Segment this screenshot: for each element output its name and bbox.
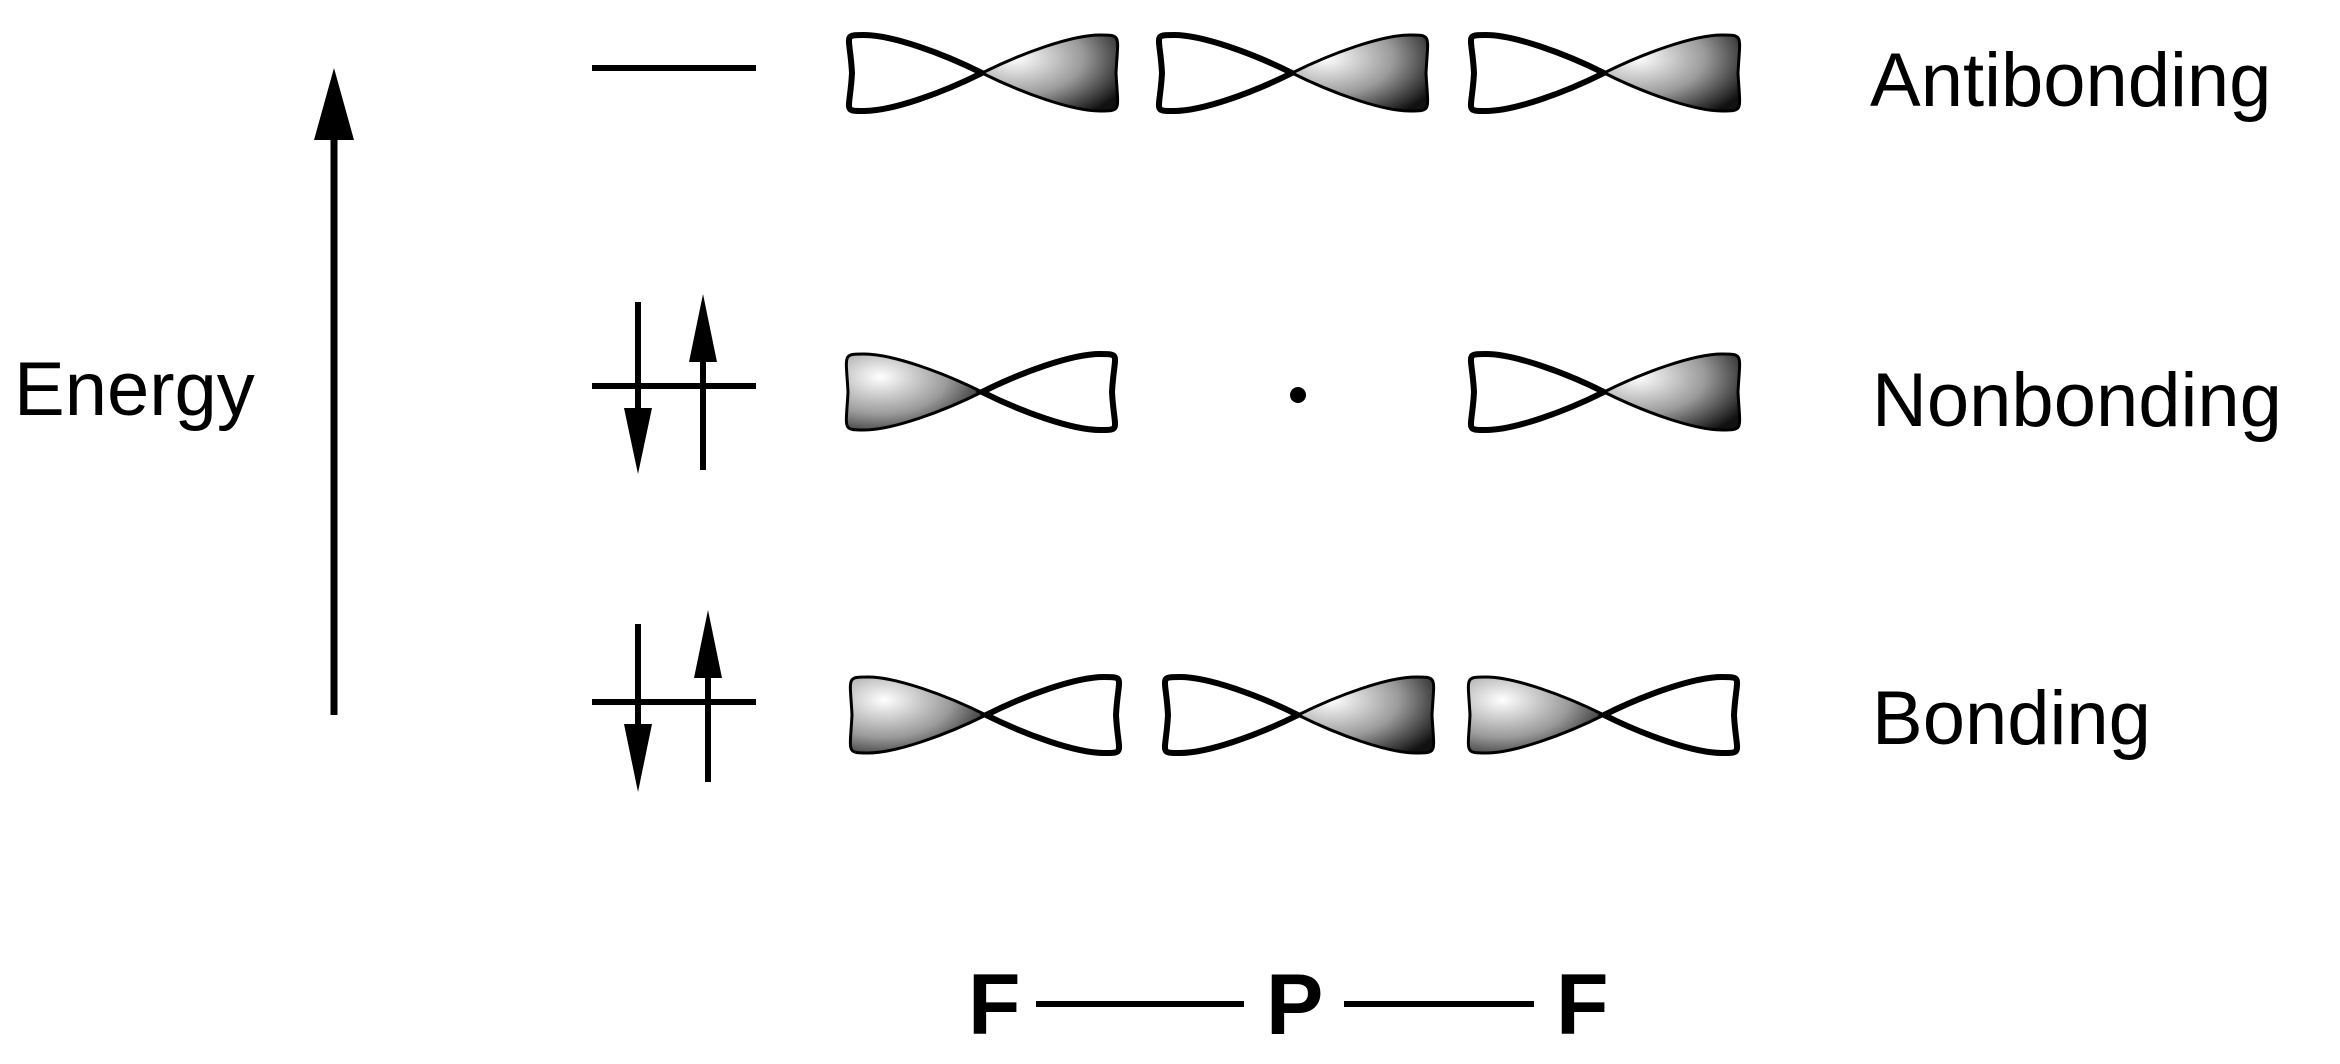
level-label-bonding: Bonding [1872,676,2151,761]
p-orbital-left-shaded-1 [844,350,1119,434]
orbital-lobe-open [1161,673,1305,757]
orbital-lobe-shaded [1466,675,1608,755]
orbital-lobe-open [1467,31,1611,115]
orbital-lobe-shaded [848,675,990,755]
p-orbital-left-shaded-3 [1466,673,1741,757]
atom-phosphorus: P [1266,957,1323,1053]
orbital-lobe-shaded [1288,33,1430,113]
orbital-lobe-shaded [1600,33,1742,113]
orbital-lobe-open [975,350,1119,434]
electron-pair [624,610,722,792]
nonbonding-node-dot [1290,387,1306,403]
spin-up-arrowhead-icon [694,610,722,678]
orbital-lobe-open [1597,673,1741,757]
p-orbital-right-shaded-2 [1155,31,1430,115]
orbital-lobe-open [1467,350,1611,434]
molecule-fpf: F P F [968,957,1609,1053]
level-nonbonding: Nonbonding [592,294,2282,474]
orbital-lobe-shaded [844,352,986,432]
p-orbital-right-shaded-2 [1161,673,1436,757]
electron-pair [624,294,717,474]
orbital-lobe-open [979,673,1123,757]
p-orbital-right-shaded-1 [845,31,1120,115]
orbital-lobe-open [1155,31,1299,115]
p-orbital-right-shaded-3 [1467,350,1742,434]
atom-right-fluorine: F [1556,957,1609,1053]
spin-up-arrowhead-icon [689,294,717,362]
spin-down-arrowhead-icon [624,408,652,474]
p-orbital-left-shaded-1 [848,673,1123,757]
energy-axis-arrowhead-icon [314,68,354,140]
level-label-nonbonding: Nonbonding [1872,358,2282,443]
orbital-lobe-shaded [1294,675,1436,755]
orbital-lobe-shaded [1600,352,1742,432]
energy-axis-label: Energy [14,347,255,432]
atom-left-fluorine: F [968,957,1021,1053]
level-bonding: Bonding [592,610,2151,792]
p-orbital-right-shaded-3 [1467,31,1742,115]
orbital-lobe-shaded [978,33,1120,113]
spin-down-arrowhead-icon [624,724,652,792]
level-label-antibonding: Antibonding [1870,38,2271,123]
level-antibonding: Antibonding [592,31,2271,123]
energy-axis: Energy [14,68,354,715]
orbital-lobe-open [845,31,989,115]
